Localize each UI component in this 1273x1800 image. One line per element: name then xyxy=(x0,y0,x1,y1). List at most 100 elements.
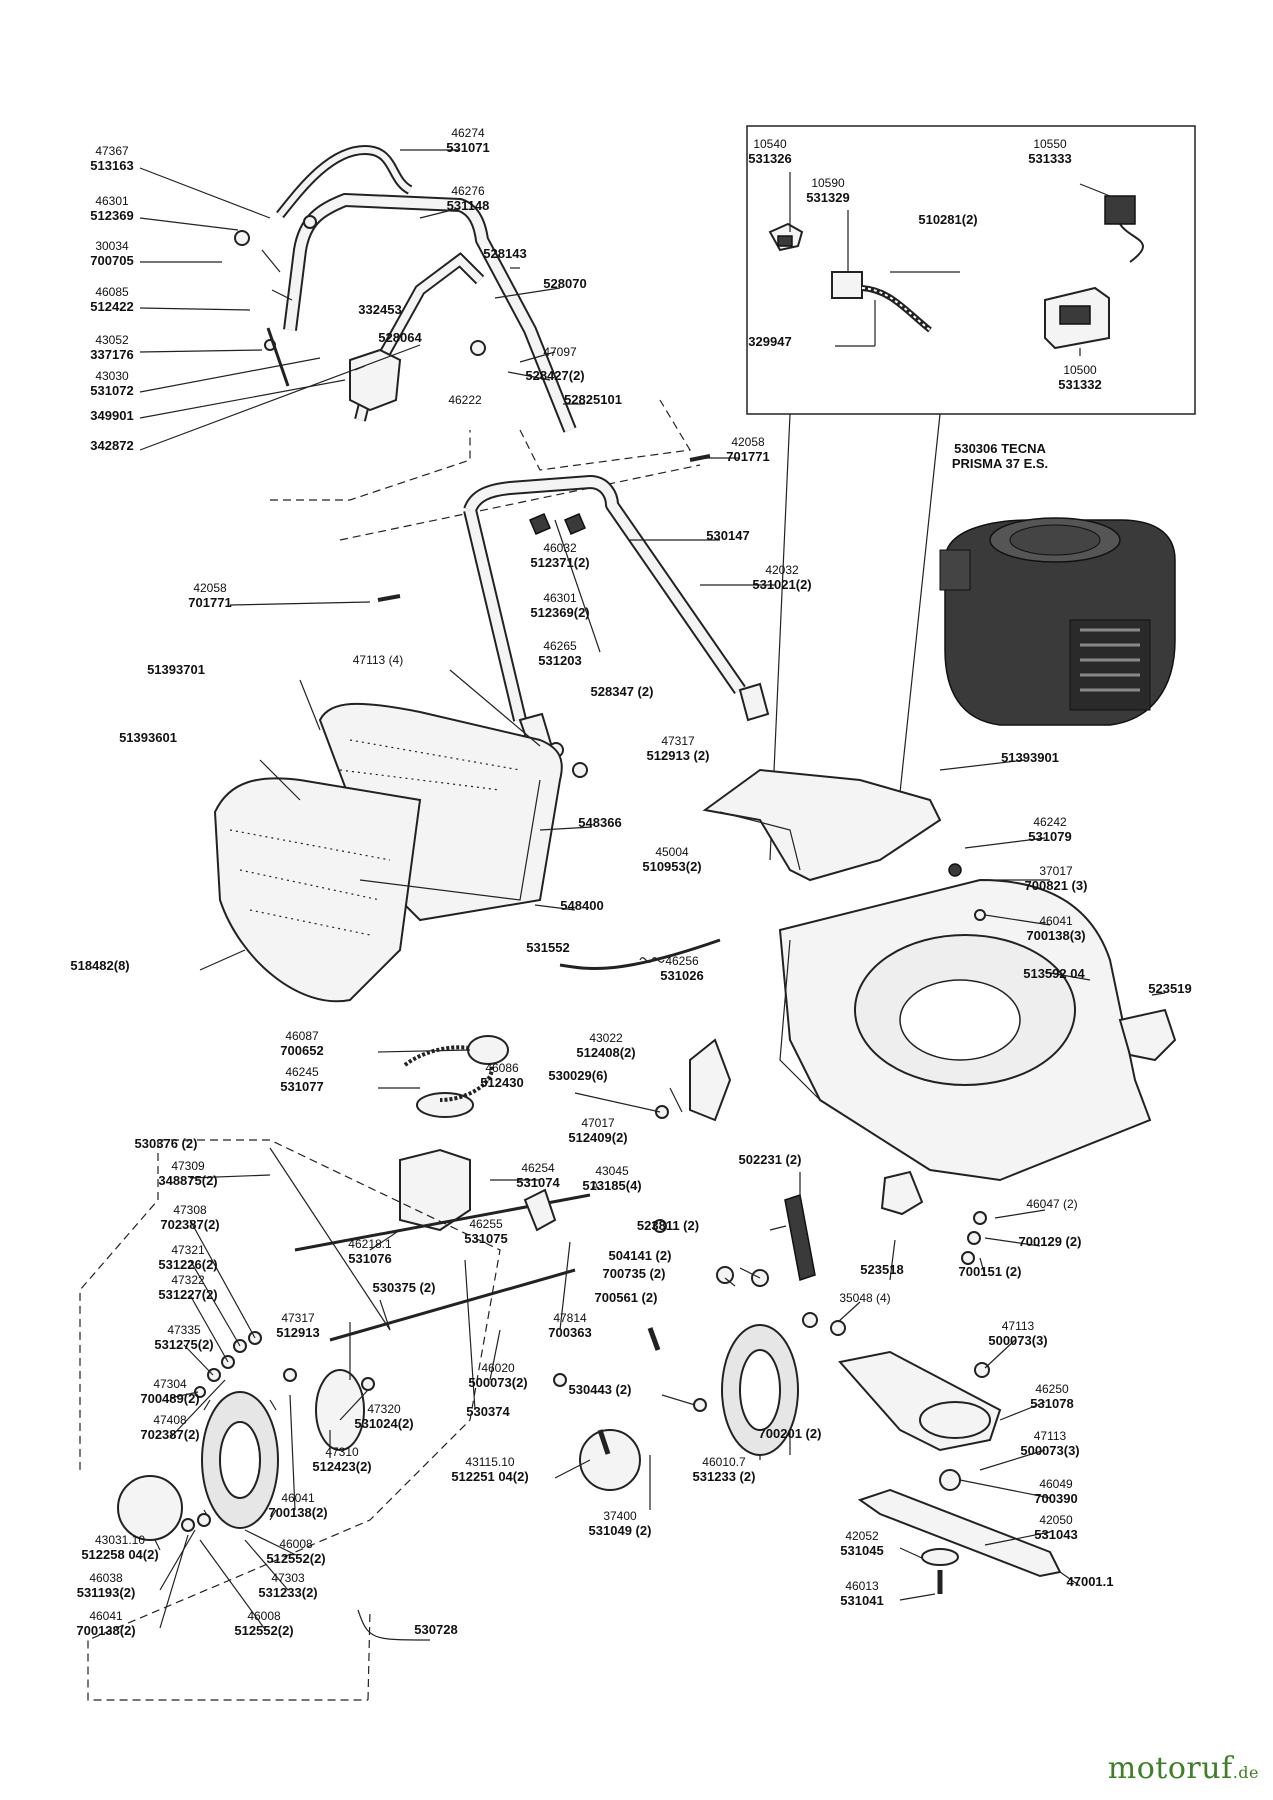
part-number: 531072 xyxy=(90,383,133,398)
part-number: 700201 (2) xyxy=(759,1426,822,1441)
part-number: 531233(2) xyxy=(258,1585,317,1600)
part-label-l88: 700201 (2) xyxy=(759,1426,822,1441)
part-number: 531148 xyxy=(447,198,490,213)
part-label-l70: 504141 (2) xyxy=(609,1248,672,1263)
part-number: 531041 xyxy=(840,1593,883,1608)
part-number: 528347 (2) xyxy=(591,684,654,699)
part-label-l57: 530376 (2) xyxy=(135,1136,198,1151)
part-label-l11: 528143 xyxy=(483,246,526,261)
part-label-l106: 530728 xyxy=(414,1622,457,1637)
part-number: 531329 xyxy=(806,190,849,205)
wheel-group-boundary xyxy=(87,1139,501,1701)
engine-icon xyxy=(939,517,1176,726)
part-number: 46041 xyxy=(281,1491,315,1505)
part-number: 47308 xyxy=(173,1203,207,1217)
part-number: 46008 xyxy=(279,1537,313,1551)
part-label-l73: 700151 (2) xyxy=(959,1264,1022,1279)
part-number: 512423(2) xyxy=(312,1459,371,1474)
part-number: 46041 xyxy=(89,1609,123,1623)
part-number: 548366 xyxy=(578,815,621,830)
part-number: 702387(2) xyxy=(160,1217,219,1232)
part-number: 46041 xyxy=(1039,914,1073,928)
part-number: 42050 xyxy=(1039,1513,1073,1527)
part-label-l18: 52825101 xyxy=(564,392,622,407)
part-number: 47367 xyxy=(95,144,129,158)
part-number: 47408 xyxy=(153,1413,187,1427)
watermark-name: motoruf xyxy=(1107,1751,1233,1786)
part-number: 47113 (4) xyxy=(353,653,403,667)
part-label-l39: 548400 xyxy=(560,898,603,913)
rear-wheel-rim-icon xyxy=(315,1369,365,1451)
part-label-l75: 700561 (2) xyxy=(595,1290,658,1305)
part-number: 700129 (2) xyxy=(1019,1234,1082,1249)
part-label-l60: A xyxy=(591,1179,599,1193)
part-number: 37400 xyxy=(603,1509,637,1523)
part-number: 512552(2) xyxy=(266,1551,325,1566)
part-number: 42032 xyxy=(765,563,799,577)
part-number: 42058 xyxy=(731,435,765,449)
part-number: 531075 xyxy=(464,1231,507,1246)
part-number: 46085 xyxy=(95,285,129,299)
part-number: 530376 (2) xyxy=(135,1136,198,1151)
part-label-l61: 502231 (2) xyxy=(739,1152,802,1167)
part-label-l46: 531552 xyxy=(526,940,569,955)
part-number: 46222 xyxy=(448,393,482,407)
part-number: 10590 xyxy=(811,176,845,190)
rear-wheel-icon xyxy=(201,1391,279,1529)
part-number: 46255 xyxy=(469,1217,503,1231)
part-number: 46010.7 xyxy=(702,1455,746,1469)
leader-lines xyxy=(139,149,1166,1629)
part-number: 512369 xyxy=(90,208,133,223)
part-number: 46265 xyxy=(543,639,577,653)
part-number: 528064 xyxy=(378,330,422,345)
part-label-l74: 530375 (2) xyxy=(373,1280,436,1295)
part-number: 43022 xyxy=(589,1031,623,1045)
part-label-l37: 51393601 xyxy=(119,730,177,745)
part-number: 531227(2) xyxy=(158,1287,217,1302)
part-label-l72: 523518 xyxy=(860,1262,903,1277)
part-number: 46013 xyxy=(845,1579,879,1593)
part-number: 47814 xyxy=(553,1311,587,1325)
part-number: 513163 xyxy=(90,158,133,173)
part-number: 46032 xyxy=(543,541,577,555)
part-number: 530029(6) xyxy=(548,1068,607,1083)
part-number: 528143 xyxy=(483,246,526,261)
part-number: 46256 xyxy=(665,954,699,968)
watermark: motoruf.de xyxy=(1108,1751,1259,1786)
part-number: 51393701 xyxy=(147,662,205,677)
part-number: 46276 xyxy=(451,184,485,198)
part-number: 46020 xyxy=(481,1361,515,1375)
part-number: 512913 (2) xyxy=(647,748,710,763)
part-number: 701771 xyxy=(188,595,231,610)
part-number: 47317 xyxy=(281,1311,315,1325)
part-number: 518482(8) xyxy=(70,958,129,973)
part-number: 531024(2) xyxy=(354,1416,413,1431)
part-number: 700151 (2) xyxy=(959,1264,1022,1279)
part-number: 512371(2) xyxy=(530,555,589,570)
electric-start-inset xyxy=(746,125,1196,861)
part-number: 47303 xyxy=(271,1571,305,1585)
part-number: 700652 xyxy=(280,1043,323,1058)
switch-harness-icon xyxy=(831,271,932,333)
part-number: 531233 (2) xyxy=(693,1469,756,1484)
part-number: 512258 04(2) xyxy=(81,1547,158,1562)
part-number: 530306 TECNA xyxy=(954,441,1046,456)
part-number: 47335 xyxy=(167,1323,201,1337)
part-label-l17: 46222 xyxy=(448,393,482,407)
part-number: 46301 xyxy=(95,194,129,208)
part-number: 51393901 xyxy=(1001,750,1059,765)
